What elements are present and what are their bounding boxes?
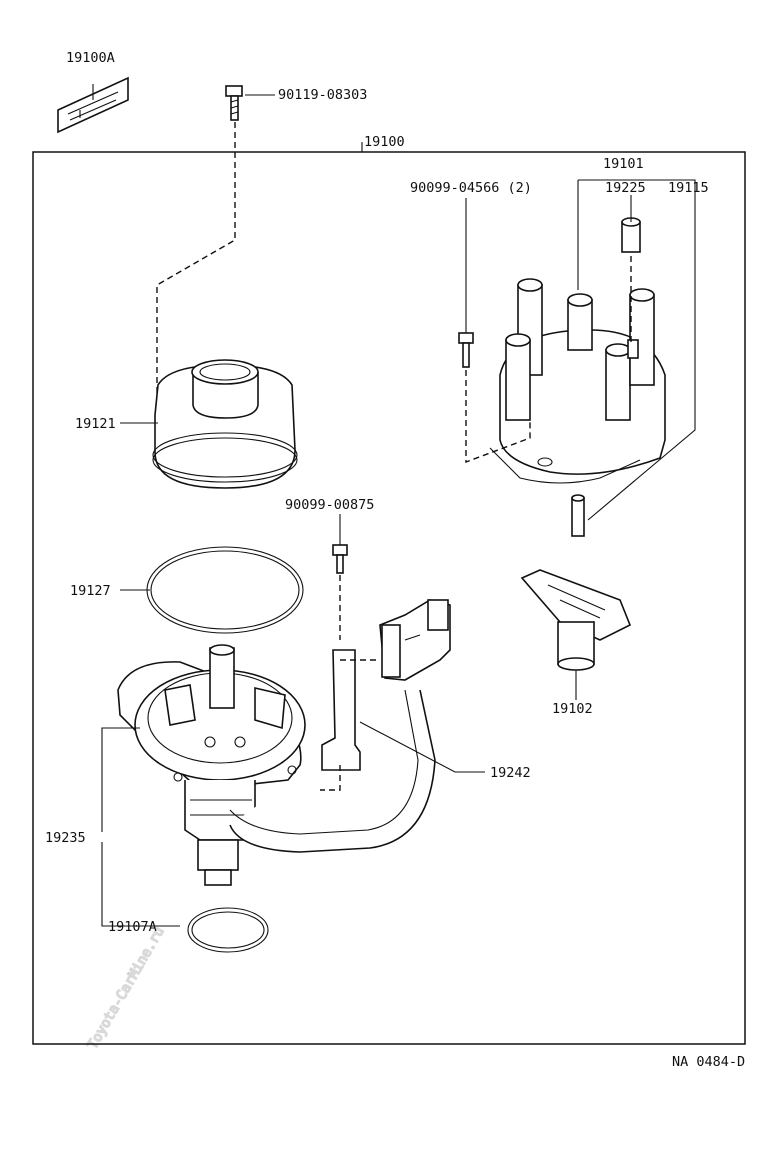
label-90119-08303: 90119-08303	[278, 87, 367, 103]
leader-19242	[359, 721, 485, 773]
label-19235: 19235	[45, 830, 86, 846]
dash-line-cap-screw	[465, 370, 531, 464]
screw-90099-04566	[458, 332, 474, 368]
bracket-19242	[321, 649, 361, 771]
label-19107a: 19107A	[108, 919, 157, 935]
label-19225: 19225	[605, 180, 646, 196]
leader-19235-19107a	[101, 727, 180, 927]
center-carbon-19225	[621, 217, 641, 253]
label-sticker-19100a	[57, 76, 129, 134]
diagram-code: NA 0484-D	[672, 1054, 745, 1070]
spring-19115	[571, 494, 585, 537]
leader-19101-19115	[577, 179, 696, 521]
label-19242: 19242	[490, 765, 531, 781]
dash-line-cover	[156, 122, 236, 410]
distributor-cap-19101	[489, 278, 666, 484]
dash-line-bracket	[320, 659, 376, 791]
label-19101: 19101	[603, 156, 644, 172]
o-ring-19107a	[187, 907, 269, 953]
bolt-90119-08303	[225, 85, 243, 121]
o-ring-19127	[146, 546, 304, 634]
distributor-housing-19235	[117, 644, 306, 886]
wire-harness-inner	[229, 689, 419, 835]
label-19115: 19115	[668, 180, 709, 196]
label-90099-00875: 90099-00875	[285, 497, 374, 513]
screw-90099-00875	[332, 544, 348, 574]
label-19121: 19121	[75, 416, 116, 432]
label-19127: 19127	[70, 583, 111, 599]
label-19100a: 19100A	[66, 50, 115, 66]
label-90099-04566: 90099-04566 (2)	[410, 180, 532, 196]
watermark: Toyota-CarMine.ru	[85, 924, 168, 1052]
dust-cover-19121	[152, 359, 298, 489]
wire-harness	[229, 689, 436, 853]
label-19102: 19102	[552, 701, 593, 717]
connector-19242	[379, 599, 451, 681]
rotor-19102	[520, 569, 632, 671]
assembly-frame	[32, 151, 746, 1045]
label-19100: 19100	[364, 134, 405, 150]
